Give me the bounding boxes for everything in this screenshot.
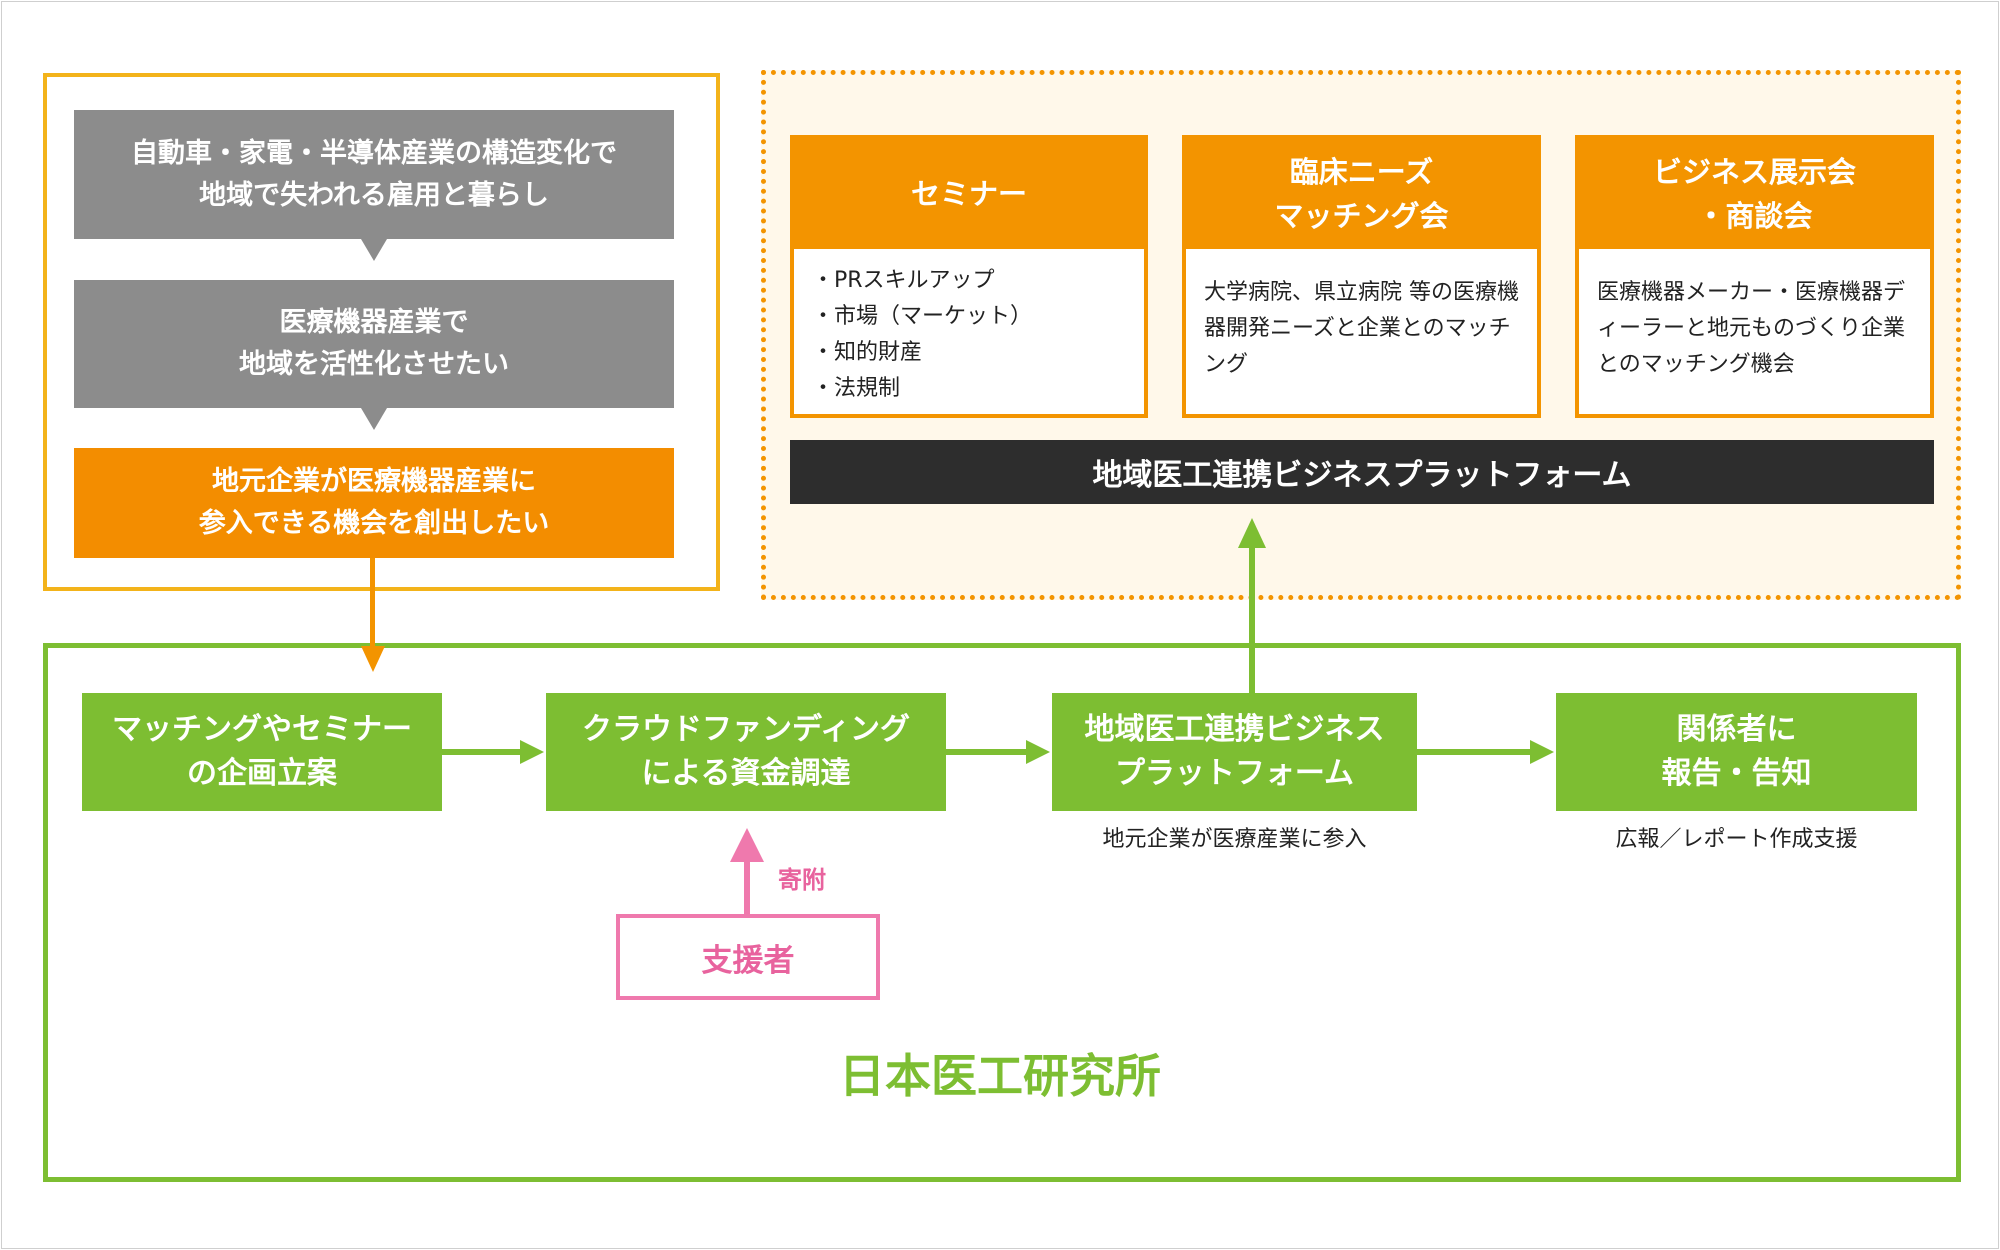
supporter-box: 支援者 — [616, 914, 880, 1000]
card-clinical-needs-title: 臨床ニーズ マッチング会 — [1186, 139, 1537, 249]
flow-step-report-caption: 広報／レポート作成支援 — [1615, 827, 1858, 852]
list-item: ・市場（マーケット） — [812, 304, 1033, 329]
card-business-expo-title: ビジネス展示会 ・商談会 — [1579, 139, 1930, 249]
flow-step-crowdfunding: クラウドファンディング による資金調達 — [546, 693, 946, 811]
green-right-arrow — [1417, 740, 1554, 764]
down-triangle-icon — [361, 408, 387, 430]
goal-activate-text: 医療機器産業で 地域を活性化させたい — [239, 307, 509, 380]
card-seminar-body: ・PRスキルアップ ・市場（マーケット） ・知的財産 ・法規制 — [794, 249, 1144, 421]
card-business-expo-body: 医療機器メーカー・医療機器ディーラーと地元ものづくり企業とのマッチング機会 — [1597, 280, 1906, 377]
flow-step-label: クラウドファンディング による資金調達 — [582, 712, 910, 791]
organization-name: 日本医工研究所 — [839, 1049, 1161, 1103]
green-right-arrow — [946, 740, 1050, 764]
card-seminar-title: セミナー — [794, 139, 1144, 249]
green-right-arrow — [442, 740, 544, 764]
goal-box-activate: 医療機器産業で 地域を活性化させたい — [74, 280, 674, 408]
card-clinical-needs: 臨床ニーズ マッチング会 大学病院、県立病院 等の医療機器開発ニーズと企業とのマ… — [1182, 135, 1541, 418]
flow-step-label: 地域医工連携ビジネス プラットフォーム — [1084, 712, 1385, 791]
card-business-expo: ビジネス展示会 ・商談会 医療機器メーカー・医療機器ディーラーと地元ものづくり企… — [1575, 135, 1934, 418]
donation-label: 寄附 — [778, 866, 826, 894]
industry-change-text: 自動車・家電・半導体産業の構造変化で 地域で失われる雇用と暮らし — [131, 137, 617, 211]
flow-step-platform: 地域医工連携ビジネス プラットフォーム — [1052, 693, 1417, 811]
orange-down-arrow — [361, 558, 385, 672]
flow-step-label: マッチングやセミナー の企画立案 — [112, 712, 412, 791]
organization-panel — [43, 643, 1961, 1182]
platform-bar: 地域医工連携ビジネスプラットフォーム — [790, 440, 1934, 504]
background-box-industry-change: 自動車・家電・半導体産業の構造変化で 地域で失われる雇用と暮らし — [74, 110, 674, 239]
down-triangle-icon — [361, 239, 387, 261]
goal-box-opportunity: 地元企業が医療機器産業に 参入できる機会を創出したい — [74, 448, 674, 558]
green-up-arrow — [1238, 518, 1266, 693]
background-panel — [43, 73, 720, 591]
flow-step-planning: マッチングやセミナー の企画立案 — [82, 693, 442, 811]
list-item: ・法規制 — [812, 376, 901, 401]
flow-step-platform-caption: 地元企業が医療産業に参入 — [1102, 827, 1367, 852]
list-item: ・知的財産 — [812, 340, 923, 365]
flow-step-report: 関係者に 報告・告知 — [1556, 693, 1917, 811]
goal-opportunity-text: 地元企業が医療機器産業に 参入できる機会を創出したい — [198, 466, 550, 539]
list-item: ・PRスキルアップ — [812, 268, 995, 293]
card-seminar: セミナー ・PRスキルアップ ・市場（マーケット） ・知的財産 ・法規制 — [790, 135, 1148, 418]
flow-step-label: 関係者に 報告・告知 — [1661, 712, 1812, 791]
pink-up-arrow — [730, 828, 764, 914]
card-clinical-needs-body: 大学病院、県立病院 等の医療機器開発ニーズと企業とのマッチング — [1204, 280, 1519, 377]
